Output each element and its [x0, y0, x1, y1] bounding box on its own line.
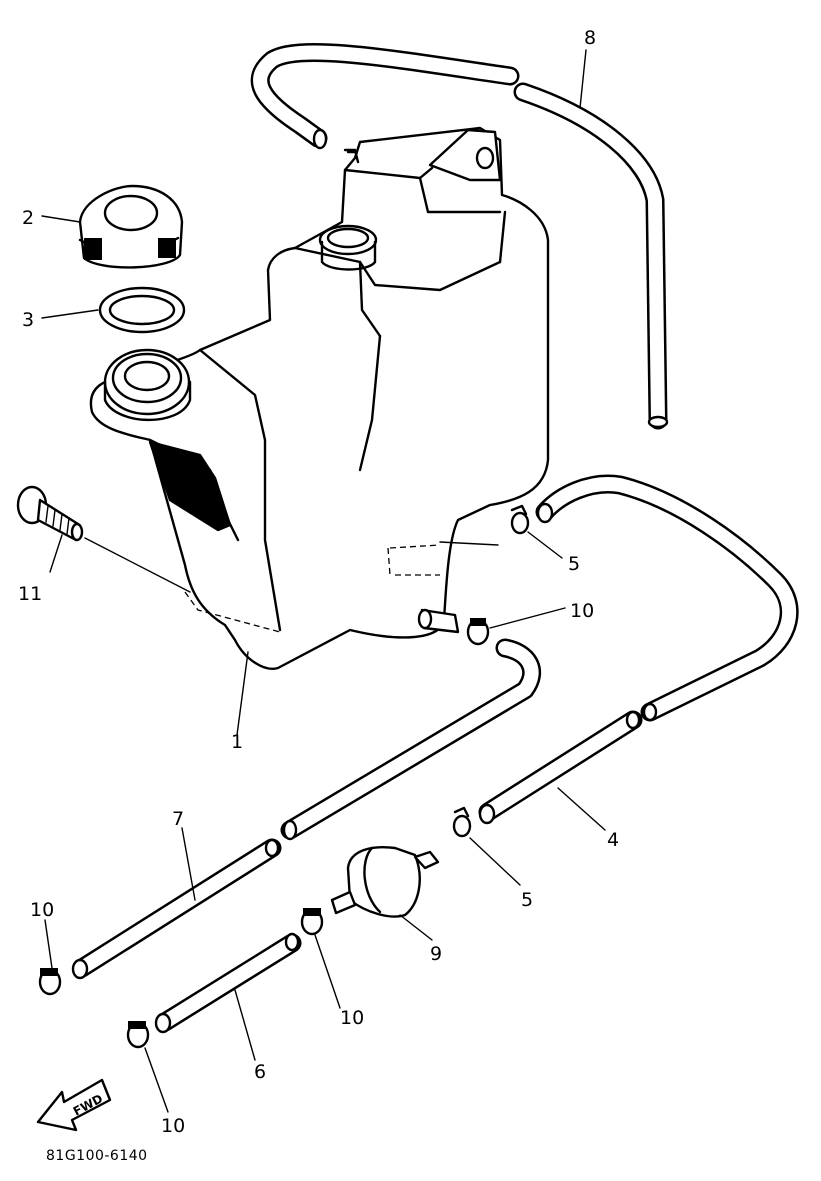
- cap-seal: [98, 286, 186, 334]
- clamp-10-bottom: [126, 1021, 150, 1049]
- clamp-10-middle: [300, 908, 324, 936]
- leader-lines: [41, 49, 606, 1113]
- radiator-cap: [78, 184, 184, 269]
- breather-hose-8: [250, 43, 669, 430]
- clip-5-lower: [452, 806, 472, 838]
- label-10-bottom: 10: [161, 1115, 185, 1137]
- coolant-tank: [89, 126, 550, 670]
- label-1: 1: [231, 731, 243, 753]
- check-valve: [330, 846, 440, 918]
- filler-neck: [103, 348, 192, 422]
- label-10-left: 10: [30, 899, 54, 921]
- clamp-10-tank: [466, 618, 490, 646]
- label-10-tank: 10: [570, 600, 594, 622]
- fwd-arrow-icon: FWD: [36, 1078, 112, 1132]
- label-10-middle: 10: [340, 1007, 364, 1029]
- label-9: 9: [430, 943, 442, 965]
- hose-6: [154, 932, 302, 1034]
- label-2: 2: [22, 207, 34, 229]
- label-11: 11: [18, 583, 42, 605]
- hose-7: [71, 638, 542, 980]
- diagram-code: 81G100-6140: [46, 1148, 148, 1164]
- label-5-lower: 5: [521, 889, 533, 911]
- hose-4: [478, 474, 799, 825]
- label-5-upper: 5: [568, 553, 580, 575]
- label-3: 3: [22, 309, 34, 331]
- label-6: 6: [254, 1061, 266, 1083]
- label-4: 4: [607, 829, 619, 851]
- clip-5-upper: [510, 504, 530, 535]
- clamp-10-left: [38, 968, 62, 996]
- bolt: [16, 485, 191, 593]
- label-8: 8: [584, 27, 596, 49]
- label-7: 7: [172, 808, 184, 830]
